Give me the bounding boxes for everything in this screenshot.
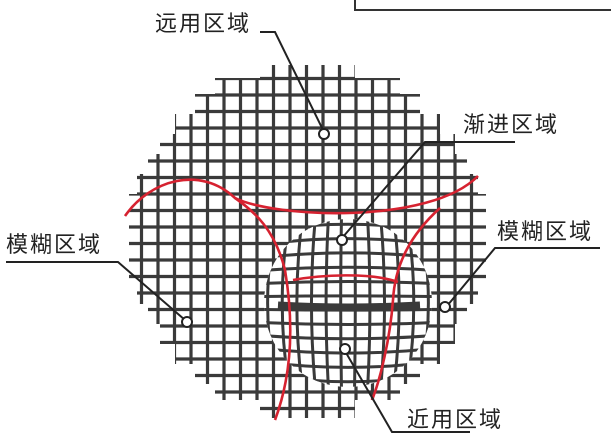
near-zone-mask bbox=[264, 219, 432, 387]
frame-box-edge bbox=[354, 0, 611, 11]
distorted-line-vertical bbox=[324, 219, 331, 387]
label-blur-left: 模糊区域 bbox=[6, 233, 102, 258]
zone-boundaries bbox=[123, 175, 479, 421]
leader-blur-right bbox=[446, 247, 600, 307]
leaders bbox=[6, 31, 600, 433]
label-near: 近用区域 bbox=[407, 408, 503, 433]
marker-blur-right bbox=[439, 301, 451, 313]
marker-near bbox=[339, 343, 351, 355]
left-blur-boundary bbox=[234, 196, 292, 421]
distorted-line-vertical bbox=[352, 219, 357, 387]
label-blur-right: 模糊区域 bbox=[497, 220, 593, 245]
marker-progressive bbox=[336, 234, 348, 246]
leader-progressive bbox=[341, 141, 515, 239]
far-zone-boundary bbox=[123, 175, 479, 217]
leader-far bbox=[260, 31, 325, 133]
near-center-band bbox=[277, 301, 421, 311]
label-progressive: 渐进区域 bbox=[463, 113, 559, 138]
distorted-line-horizontal bbox=[264, 265, 432, 273]
distorted-line-horizontal bbox=[264, 280, 432, 286]
leader-near bbox=[344, 350, 470, 433]
marker-blur-left bbox=[181, 316, 193, 328]
near-zone-top-boundary bbox=[292, 274, 399, 284]
distorted-line-horizontal bbox=[264, 294, 432, 299]
leader-blur-left bbox=[6, 261, 186, 321]
distorted-line-horizontal bbox=[264, 333, 432, 341]
distorted-line-horizontal bbox=[264, 320, 432, 326]
right-blur-boundary bbox=[370, 207, 441, 401]
marker-far bbox=[318, 128, 330, 140]
label-far: 远用区域 bbox=[155, 12, 251, 37]
distorted-line-vertical bbox=[365, 219, 372, 387]
